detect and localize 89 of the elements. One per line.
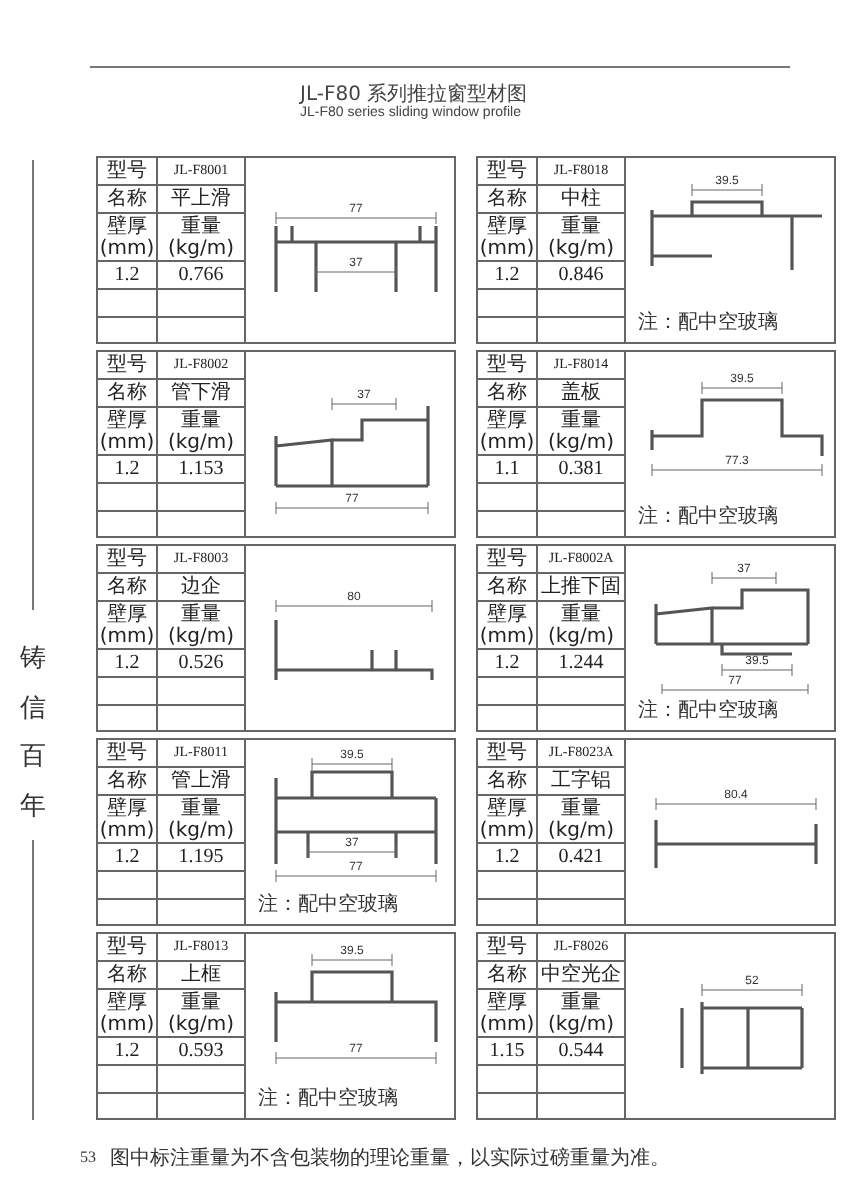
weight-value: 0.526 — [158, 650, 246, 678]
weight-value: 1.153 — [158, 456, 246, 484]
profile-card — [96, 738, 456, 926]
slogan-text: 铸信百年 — [20, 642, 46, 827]
profile-card — [96, 932, 456, 1120]
thickness-value: 1.1 — [478, 456, 538, 484]
name-label: 名称 — [98, 768, 158, 796]
weight-value: 1.244 — [538, 650, 626, 678]
weight-header: 重量 (kg/m) — [158, 214, 246, 262]
profile-name: 边企 — [158, 574, 246, 602]
weight-header: 重量 (kg/m) — [538, 408, 626, 456]
name-label: 名称 — [478, 574, 538, 602]
profile-card — [476, 738, 836, 926]
model-label: 型号 — [98, 158, 158, 186]
profile-name: 管上滑 — [158, 768, 246, 796]
thickness-header: 壁厚 (mm) — [98, 214, 158, 262]
note-text: 注：配中空玻璃 — [638, 697, 778, 724]
profile-name: 中空光企 — [538, 962, 626, 990]
thickness-header: 壁厚 (mm) — [478, 408, 538, 456]
thickness-value: 1.2 — [478, 650, 538, 678]
weight-value: 0.544 — [538, 1038, 626, 1066]
weight-header: 重量 (kg/m) — [158, 796, 246, 844]
thickness-header: 壁厚 (mm) — [98, 796, 158, 844]
thickness-header: 壁厚 (mm) — [478, 796, 538, 844]
profile-card — [96, 156, 456, 344]
thickness-header: 壁厚 (mm) — [478, 214, 538, 262]
thickness-value: 1.2 — [478, 262, 538, 290]
name-label: 名称 — [98, 574, 158, 602]
name-label: 名称 — [98, 380, 158, 408]
profile-card — [96, 350, 456, 538]
model-label: 型号 — [478, 546, 538, 574]
weight-header: 重量 (kg/m) — [158, 602, 246, 650]
thickness-value: 1.2 — [98, 1038, 158, 1066]
weight-header: 重量 (kg/m) — [538, 796, 626, 844]
profile-card — [96, 544, 456, 732]
model-label: 型号 — [478, 934, 538, 962]
page-number: 53 — [80, 1148, 96, 1166]
weight-header: 重量 (kg/m) — [538, 214, 626, 262]
profile-name: 工字铝 — [538, 768, 626, 796]
page-title: JL-F80 系列推拉窗型材图 — [300, 81, 528, 106]
thickness-value: 1.2 — [98, 456, 158, 484]
name-label: 名称 — [478, 380, 538, 408]
weight-header: 重量 (kg/m) — [158, 990, 246, 1038]
name-label: 名称 — [478, 186, 538, 214]
weight-value: 0.846 — [538, 262, 626, 290]
thickness-header: 壁厚 (mm) — [98, 408, 158, 456]
name-label: 名称 — [98, 962, 158, 990]
model-label: 型号 — [98, 740, 158, 768]
profile-name: 盖板 — [538, 380, 626, 408]
thickness-value: 1.2 — [478, 844, 538, 872]
model-label: 型号 — [478, 352, 538, 380]
thickness-value: 1.2 — [98, 844, 158, 872]
profile-card — [476, 544, 836, 732]
footnote: 图中标注重量为不含包装物的理论重量，以实际过磅重量为准。 — [110, 1145, 670, 1172]
profile-card — [476, 932, 836, 1120]
profile-card — [476, 156, 836, 344]
model-label: 型号 — [98, 934, 158, 962]
thickness-header: 壁厚 (mm) — [98, 602, 158, 650]
model-label: 型号 — [478, 158, 538, 186]
note-text: 注：配中空玻璃 — [638, 309, 778, 336]
thickness-header: 壁厚 (mm) — [478, 602, 538, 650]
note-text: 注：配中空玻璃 — [258, 1085, 398, 1112]
weight-value: 0.381 — [538, 456, 626, 484]
note-text: 注：配中空玻璃 — [638, 503, 778, 530]
weight-header: 重量 (kg/m) — [538, 602, 626, 650]
weight-value: 0.593 — [158, 1038, 246, 1066]
profile-name: 上推下固 — [538, 574, 626, 602]
profile-name: 中柱 — [538, 186, 626, 214]
model-label: 型号 — [98, 352, 158, 380]
model-label: 型号 — [478, 740, 538, 768]
thickness-value: 1.2 — [98, 262, 158, 290]
profile-name: 平上滑 — [158, 186, 246, 214]
weight-value: 0.421 — [538, 844, 626, 872]
name-label: 名称 — [98, 186, 158, 214]
model-label: 型号 — [98, 546, 158, 574]
weight-header: 重量 (kg/m) — [538, 990, 626, 1038]
weight-header: 重量 (kg/m) — [158, 408, 246, 456]
thickness-value: 1.15 — [478, 1038, 538, 1066]
name-label: 名称 — [478, 768, 538, 796]
profile-card — [476, 350, 836, 538]
thickness-header: 壁厚 (mm) — [478, 990, 538, 1038]
name-label: 名称 — [478, 962, 538, 990]
weight-value: 0.766 — [158, 262, 246, 290]
thickness-header: 壁厚 (mm) — [98, 990, 158, 1038]
thickness-value: 1.2 — [98, 650, 158, 678]
profile-name: 管下滑 — [158, 380, 246, 408]
weight-value: 1.195 — [158, 844, 246, 872]
profile-name: 上框 — [158, 962, 246, 990]
note-text: 注：配中空玻璃 — [258, 891, 398, 918]
